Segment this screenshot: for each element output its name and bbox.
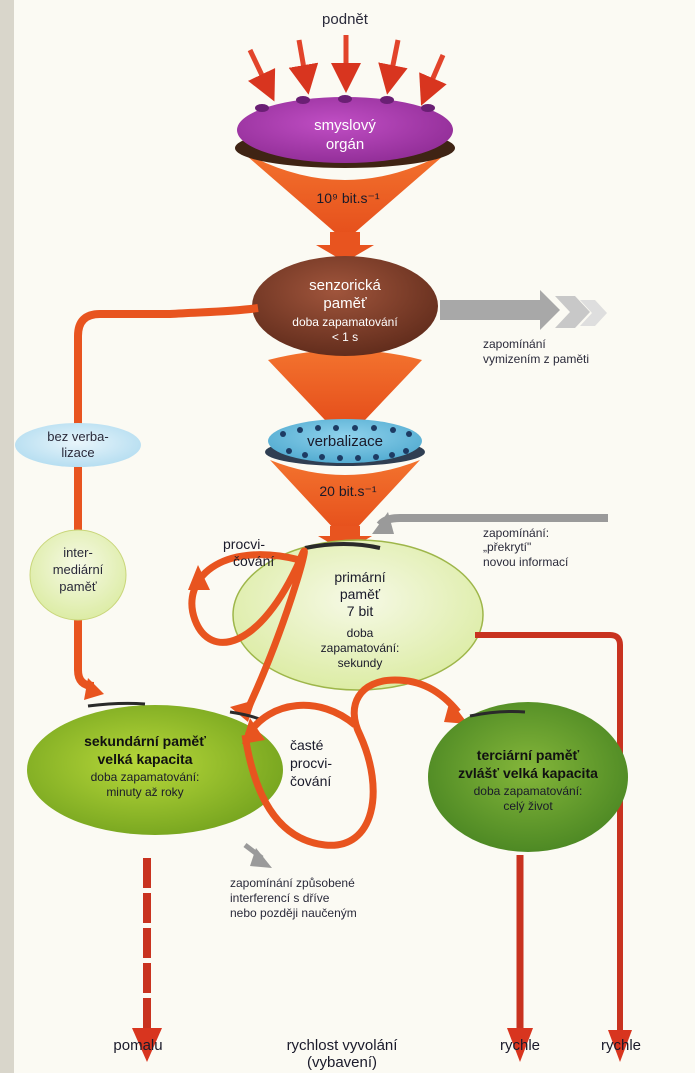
funnel-sense	[240, 150, 450, 235]
fade-arrows	[440, 290, 607, 330]
secondary-label-3: doba zapamatování:	[91, 770, 200, 784]
secondary-label-1: sekundární paměť	[84, 733, 206, 749]
fast-arrow-2	[608, 1030, 632, 1062]
fast-label-2: rychle	[601, 1037, 641, 1054]
sensory-memory-title-2: paměť	[323, 295, 367, 312]
funnel-verbal-arrow	[318, 526, 372, 552]
interference-arrow-head	[250, 848, 272, 868]
forget-overlay-label-2: „překrytí"	[483, 540, 531, 554]
intermediate-label-3: paměť	[59, 579, 97, 594]
rehearsal-arrow-head	[188, 565, 210, 590]
frequent-label-2: procvi-	[290, 755, 332, 771]
stimulus-arrows	[247, 35, 447, 106]
tertiary-label-4: celý život	[503, 799, 553, 813]
frequent-label-3: čování	[290, 773, 331, 789]
stimulus-arrow	[247, 48, 276, 102]
bypass-arrow-head	[84, 678, 104, 700]
no-verbalization-box	[15, 423, 141, 467]
frequent-rehearsal-back	[245, 701, 358, 737]
intermediate-memory	[29, 529, 127, 621]
no-verbal-label-2: lizace	[61, 445, 94, 460]
verbalization	[268, 419, 422, 463]
forget-overlay-label-3: novou informací	[483, 555, 569, 569]
tertiary-label-1: terciární paměť	[477, 747, 580, 763]
fast-label-1: rychle	[500, 1037, 540, 1054]
primary-label-5: zapamatování:	[321, 641, 400, 655]
forget-overlay-label-1: zapomínání:	[483, 526, 549, 540]
primary-label-2: paměť	[340, 586, 381, 602]
funnel-sense-arrow	[316, 232, 374, 262]
tertiary-label-3: doba zapamatování:	[474, 784, 583, 798]
speed-label-2: (vybavení)	[307, 1054, 377, 1071]
stimulus-arrow	[378, 39, 408, 95]
primary-label-1: primární	[334, 569, 385, 585]
rehearsal-to-secondary-head	[230, 700, 255, 722]
rate-verbal-label: 20 bit.s⁻¹	[319, 483, 377, 499]
stimulus-label: podnět	[322, 11, 369, 28]
stimulus-arrow	[419, 54, 447, 106]
primary-label-6: sekundy	[338, 656, 383, 670]
interference-label-3: nebo později naučeným	[230, 906, 357, 920]
rehearsal-label-2: čování	[233, 553, 274, 569]
verbalization-dots	[280, 425, 412, 461]
sensory-memory-duration: doba zapamatování	[292, 315, 398, 329]
slow-label: pomalu	[113, 1037, 162, 1054]
bypass-path-bottom	[74, 620, 95, 690]
secondary-slot-left	[87, 701, 146, 708]
sensory-memory-title-1: senzorická	[309, 277, 381, 294]
funnel-verbal-bottom	[270, 460, 420, 530]
no-verbal-label-1: bez verba-	[47, 429, 108, 444]
primary-label-3: 7 bit	[347, 603, 374, 619]
bypass-path-top	[74, 304, 259, 425]
overlay-forget-arrow-head	[372, 512, 394, 534]
primary-to-tertiary-path	[475, 632, 623, 1035]
intermediate-label-1: inter-	[63, 545, 93, 560]
tertiary-memory	[428, 702, 628, 852]
slow-arrow	[132, 1028, 162, 1062]
secondary-memory	[27, 705, 283, 835]
sense-organ	[237, 97, 453, 163]
frequent-label-1: časté	[290, 737, 324, 753]
interference-label-2: interferencí s dříve	[230, 891, 330, 905]
rehearsal-loop	[188, 547, 308, 717]
sensory-memory	[252, 256, 438, 356]
primary-memory-slot	[304, 542, 381, 550]
frequent-rehearsal-loop	[241, 676, 461, 849]
verbalization-label: verbalizace	[307, 433, 383, 450]
tertiary-label-2: zvlášť velká kapacita	[458, 765, 598, 781]
frequent-back-head	[242, 718, 265, 744]
sensory-memory-duration-value: < 1 s	[332, 330, 358, 344]
sense-organ-label-1: smyslový	[314, 117, 376, 134]
secondary-label-4: minuty až roky	[106, 785, 183, 799]
fast-arrow-1	[507, 1028, 533, 1062]
forget-fade-label-1: zapomínání	[483, 337, 546, 351]
sense-organ-label-2: orgán	[326, 136, 364, 153]
rehearsal-label-1: procvi-	[223, 536, 265, 552]
interference-label-1: zapomínání způsobené	[230, 876, 355, 890]
frequent-forward-head	[444, 700, 468, 724]
speed-label-1: rychlost vyvolání	[287, 1037, 399, 1054]
stimulus-arrow	[288, 39, 319, 95]
rate-sense-label: 10⁹ bit.s⁻¹	[316, 190, 380, 206]
forget-fade-label-2: vymizením z paměti	[483, 352, 589, 366]
funnel-verbal-top	[268, 350, 422, 420]
intermediate-label-2: mediární	[53, 562, 104, 577]
overlay-forget-arrow	[376, 514, 608, 528]
primary-label-4: doba	[347, 626, 374, 640]
tertiary-slot	[469, 710, 526, 718]
sense-receptors	[255, 95, 435, 112]
secondary-label-2: velká kapacita	[98, 751, 193, 767]
